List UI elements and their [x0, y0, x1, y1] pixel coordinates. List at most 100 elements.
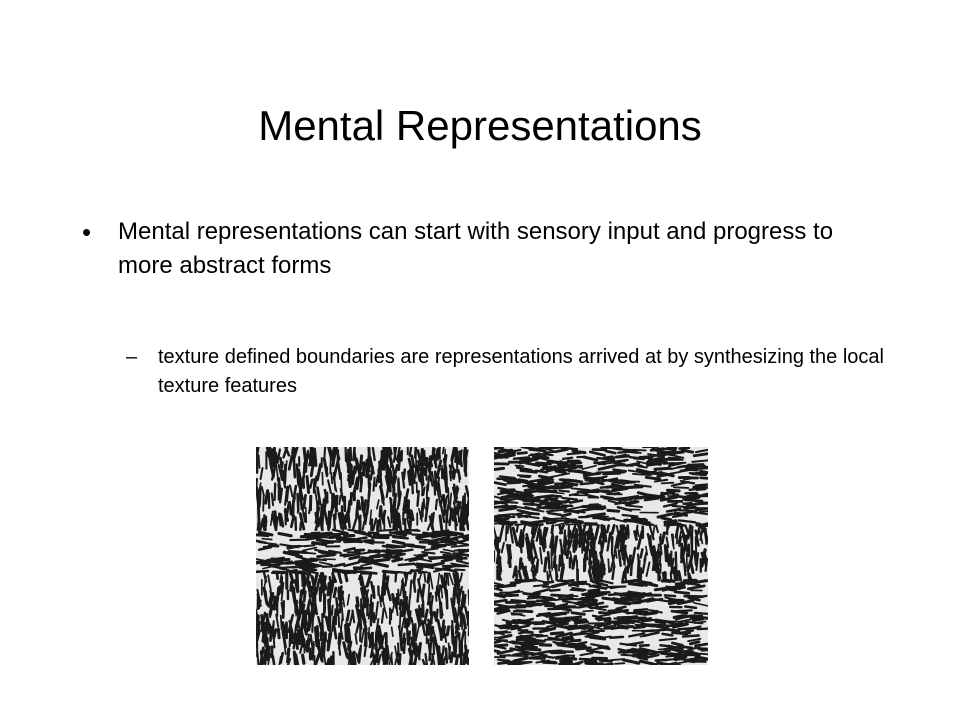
texture-stroke [683, 605, 698, 610]
texture-stroke [331, 604, 334, 616]
texture-stroke [465, 499, 469, 518]
texture-stroke [632, 650, 648, 654]
texture-stroke [263, 627, 268, 645]
texture-stroke [276, 627, 281, 640]
texture-stroke [386, 447, 392, 457]
texture-stroke [287, 550, 308, 555]
texture-stroke [278, 565, 298, 570]
texture-stroke [549, 532, 554, 549]
texture-stroke [518, 557, 523, 571]
texture-stroke [509, 524, 514, 544]
texture-stroke [363, 646, 367, 658]
texture-stroke [454, 572, 457, 581]
texture-stroke [494, 643, 509, 648]
texture-stroke [612, 496, 627, 500]
texture-stroke [312, 478, 316, 494]
texture-stroke [256, 614, 260, 629]
texture-stroke [561, 598, 573, 602]
texture-stroke [598, 459, 613, 464]
texture-stroke [461, 614, 467, 630]
texture-stroke [609, 635, 625, 640]
texture-stroke [286, 647, 291, 664]
texture-stroke [389, 469, 395, 486]
texture-stroke [262, 558, 275, 563]
texture-stroke [309, 478, 314, 489]
texture-stroke [663, 519, 678, 525]
texture-stroke [565, 540, 571, 560]
texture-stroke [458, 644, 461, 656]
texture-stroke [402, 632, 406, 644]
texture-stroke [570, 611, 586, 616]
texture-stroke [295, 572, 300, 593]
texture-stroke [367, 631, 373, 647]
texture-stroke [276, 477, 283, 494]
texture-stroke [499, 453, 516, 459]
texture-stroke [590, 643, 610, 649]
texture-stroke [683, 498, 704, 503]
texture-stroke [445, 589, 449, 610]
texture-stroke [654, 620, 667, 625]
texture-stroke [272, 447, 277, 467]
texture-stroke [296, 629, 302, 646]
texture-stroke [462, 536, 469, 540]
texture-stroke [306, 619, 311, 633]
texture-stroke [453, 548, 469, 552]
texture-stroke [645, 561, 651, 577]
texture-stroke [623, 568, 627, 581]
texture-stroke [542, 660, 558, 665]
texture-stroke [456, 552, 469, 558]
texture-stroke [555, 484, 574, 489]
texture-stroke [658, 637, 678, 642]
texture-stroke [362, 499, 367, 513]
texture-stroke [458, 450, 463, 468]
texture-stroke [326, 581, 331, 597]
texture-stroke [441, 645, 445, 656]
texture-stroke [566, 452, 581, 456]
texture-stroke [393, 492, 398, 510]
texture-stroke [460, 628, 466, 646]
texture-stroke [365, 571, 373, 588]
texture-stroke [504, 525, 508, 542]
texture-stroke [628, 632, 646, 638]
texture-stroke [451, 508, 458, 527]
texture-stroke [267, 543, 280, 548]
texture-stroke [313, 626, 319, 648]
texture-stroke [496, 610, 509, 615]
texture-stroke [666, 488, 681, 493]
texture-stroke [670, 557, 675, 575]
texture-stroke [693, 611, 708, 616]
texture-stroke [421, 550, 436, 555]
texture-stroke [637, 553, 640, 566]
texture-stroke [598, 611, 612, 615]
texture-stroke [325, 657, 331, 665]
texture-stroke [452, 607, 456, 623]
texture-stroke [452, 486, 458, 504]
texture-stroke [293, 623, 297, 641]
texture-stroke [308, 564, 323, 570]
texture-stroke [365, 462, 368, 478]
texture-stroke [494, 466, 506, 471]
texture-stroke [601, 596, 622, 602]
texture-stroke [665, 546, 670, 567]
texture-stroke [705, 531, 708, 547]
texture-stroke [558, 554, 561, 572]
texture-stroke [591, 580, 609, 587]
texture-stroke [319, 572, 324, 584]
texture-stroke [455, 559, 469, 565]
texture-stroke [570, 521, 587, 525]
texture-stroke [596, 456, 616, 461]
texture-stroke [576, 530, 580, 545]
texture-stroke [583, 659, 598, 663]
texture-stroke [279, 513, 285, 528]
texture-stroke [454, 568, 466, 572]
texture-stroke [256, 652, 260, 665]
texture-stroke [259, 467, 264, 480]
texture-stroke [638, 659, 659, 665]
texture-stroke [558, 524, 564, 535]
texture-stroke [557, 463, 576, 468]
texture-stroke [653, 471, 668, 477]
texture-stroke [686, 567, 690, 581]
texture-stroke [434, 642, 441, 660]
texture-stroke [525, 533, 533, 553]
texture-stroke [408, 447, 413, 457]
